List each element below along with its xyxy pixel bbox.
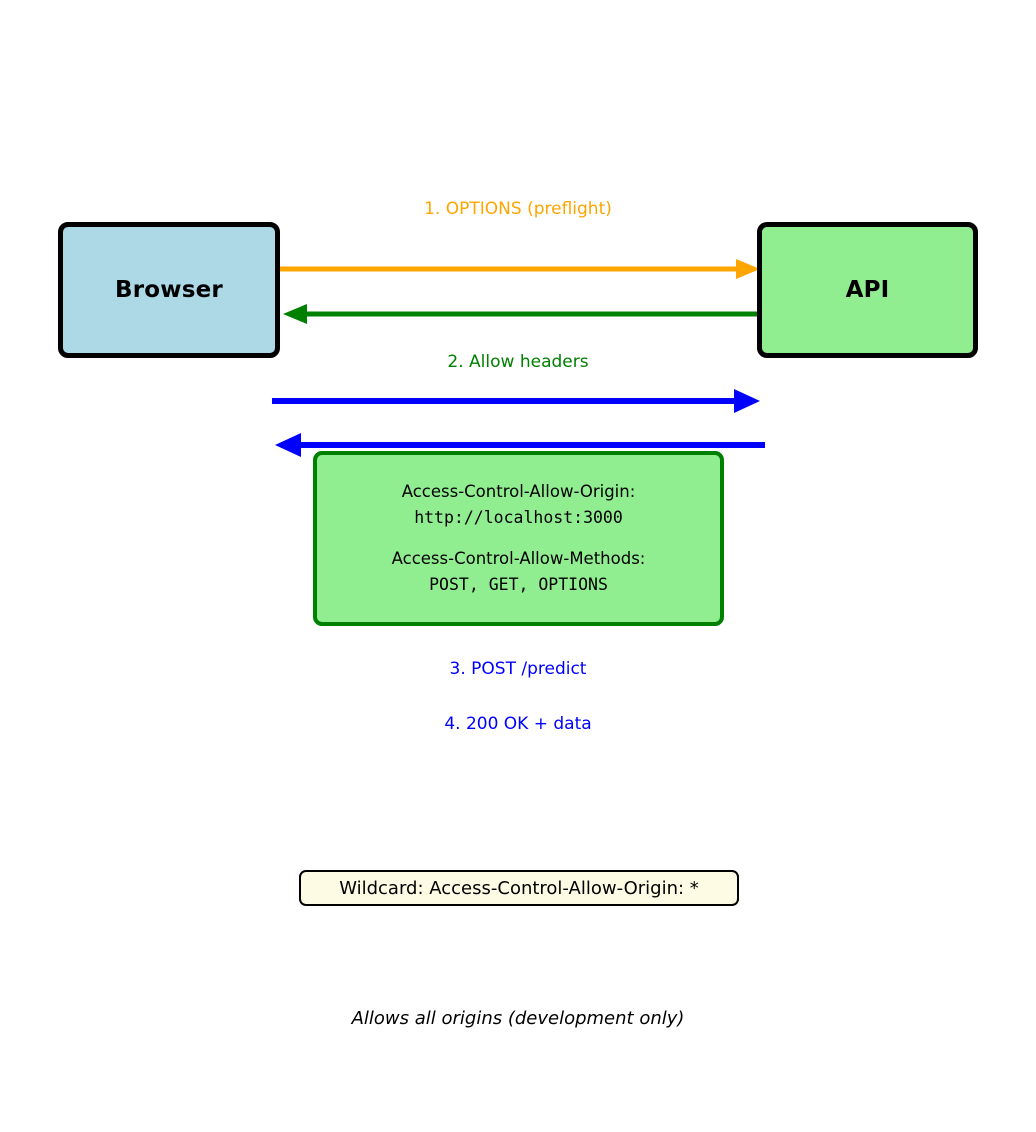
wildcard-note-text: Wildcard: Access-Control-Allow-Origin: * [339,877,699,899]
node-browser-label: Browser [115,277,223,303]
node-browser[interactable]: Browser [58,222,280,358]
diagram-caption: Allows all origins (development only) [351,1008,685,1029]
header-entry-methods: Access-Control-Allow-Methods: POST, GET,… [391,548,646,594]
header-name-allow-origin: Access-Control-Allow-Origin: [401,481,636,501]
edge-label-post-predict: 3. POST /predict [449,659,587,679]
header-name-allow-methods: Access-Control-Allow-Methods: [391,548,646,568]
node-api[interactable]: API [757,222,978,358]
arrow-options [272,259,760,279]
header-value-allow-origin: http://localhost:3000 [414,508,623,527]
header-value-allow-methods: POST, GET, OPTIONS [429,575,608,594]
cors-headers-box: Access-Control-Allow-Origin: http://loca… [313,451,724,626]
wildcard-note-box: Wildcard: Access-Control-Allow-Origin: * [299,870,739,906]
header-entry-origin: Access-Control-Allow-Origin: http://loca… [401,481,636,527]
edge-label-options: 1. OPTIONS (preflight) [424,199,612,219]
edge-label-allow-headers: 2. Allow headers [447,352,589,372]
arrow-allow-headers [283,304,763,324]
arrow-post-predict [272,389,760,413]
edge-label-response-data: 4. 200 OK + data [444,714,592,734]
node-api-label: API [845,277,890,303]
